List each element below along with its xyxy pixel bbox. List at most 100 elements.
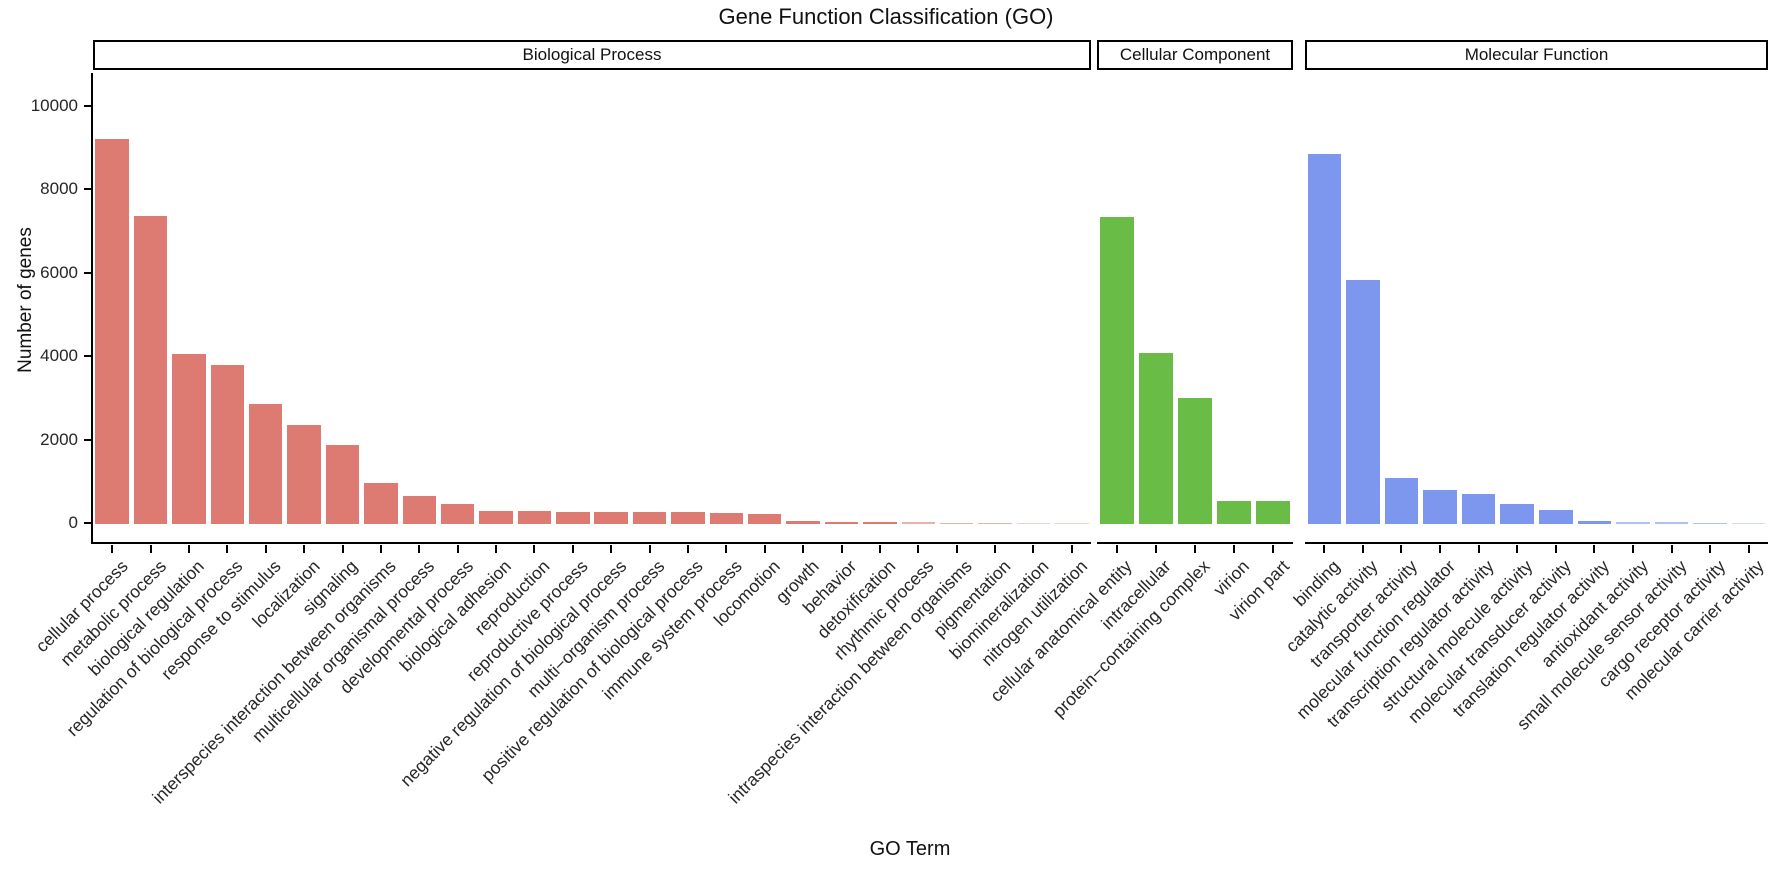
x-tick-mark — [1554, 545, 1557, 553]
bar — [901, 522, 935, 524]
bar — [287, 424, 321, 524]
x-tick-mark — [495, 545, 498, 553]
bar — [1217, 500, 1252, 524]
y-tick-mark — [84, 355, 92, 358]
panel-header-label: Cellular Component — [1119, 45, 1271, 64]
bar — [1423, 489, 1457, 524]
bar — [1731, 523, 1766, 524]
bar — [1099, 216, 1134, 524]
x-tick-mark — [1516, 545, 1519, 553]
x-tick-mark — [763, 545, 766, 553]
bar — [1500, 503, 1534, 524]
bar — [210, 365, 245, 524]
y-tick-label: 2000 — [40, 429, 78, 449]
x-tick-mark — [187, 545, 190, 553]
y-tick-mark — [84, 438, 92, 441]
chart-title: Gene Function Classification (GO) — [718, 4, 1054, 29]
x-tick-mark — [610, 545, 613, 553]
x-axis-line — [1097, 542, 1293, 544]
bar — [1616, 522, 1650, 524]
bar — [1138, 353, 1173, 524]
x-tick-mark — [725, 545, 728, 553]
bar — [517, 511, 552, 524]
y-tick-label: 8000 — [40, 179, 78, 199]
x-tick-mark — [1323, 545, 1326, 553]
x-tick-mark — [1709, 545, 1712, 553]
x-tick-mark — [1747, 545, 1750, 553]
x-tick-mark — [1115, 545, 1118, 553]
y-tick-label: 0 — [68, 513, 78, 532]
y-tick-mark — [84, 105, 92, 107]
x-tick-mark — [264, 545, 267, 553]
y-axis-line — [91, 73, 93, 544]
bar — [440, 503, 475, 524]
bar — [1539, 510, 1573, 524]
x-tick-mark — [379, 545, 382, 553]
bar — [95, 139, 129, 524]
bar — [1256, 501, 1291, 524]
x-tick-mark — [1670, 545, 1673, 553]
bar — [1461, 493, 1496, 524]
x-tick-mark — [1032, 545, 1035, 553]
bar — [824, 521, 859, 524]
bar — [325, 445, 360, 524]
y-tick-label: 4000 — [40, 346, 78, 366]
x-tick-mark — [1631, 545, 1634, 553]
bar — [1577, 521, 1612, 524]
x-tick-mark — [341, 545, 344, 553]
x-tick-mark — [1439, 545, 1442, 553]
x-tick-mark — [1361, 545, 1364, 553]
x-tick-mark — [1400, 545, 1403, 553]
bar — [671, 512, 705, 524]
panel-header-label: Molecular Function — [1464, 45, 1609, 64]
bar — [594, 511, 628, 524]
x-tick-mark — [571, 545, 574, 553]
y-tick-mark — [84, 522, 92, 524]
bar — [402, 495, 436, 524]
bar — [172, 354, 206, 524]
x-tick-mark — [111, 545, 114, 553]
x-tick-mark — [1070, 545, 1073, 553]
bar — [364, 483, 398, 524]
y-tick-label: 6000 — [40, 262, 78, 282]
x-tick-mark — [1154, 545, 1157, 553]
x-tick-mark — [802, 545, 805, 553]
x-tick-mark — [1194, 545, 1196, 553]
x-tick-mark — [533, 545, 536, 553]
bar — [479, 511, 513, 524]
y-tick-mark — [84, 271, 92, 274]
bar — [978, 522, 1012, 524]
bar — [1055, 523, 1089, 524]
x-axis-title: GO Term — [869, 838, 951, 860]
bar — [1177, 398, 1213, 524]
bar — [133, 216, 168, 524]
x-tick-mark — [226, 545, 229, 553]
x-tick-mark — [1477, 545, 1480, 553]
bar — [1016, 523, 1051, 524]
x-tick-mark — [878, 545, 881, 553]
panel-header-cellular-component: Cellular Component — [1097, 40, 1293, 70]
bar — [1384, 478, 1419, 524]
x-tick-mark — [1233, 545, 1236, 553]
x-axis-line — [93, 542, 1091, 544]
bar — [1693, 522, 1727, 524]
x-tick-mark — [955, 545, 958, 553]
bar — [632, 512, 667, 524]
bar — [748, 513, 782, 524]
panel-header-biological-process: Biological Process — [93, 40, 1091, 70]
x-tick-mark — [1272, 545, 1275, 553]
x-tick-mark — [456, 545, 459, 553]
bar — [249, 404, 283, 524]
bar — [939, 522, 974, 524]
bar — [1654, 522, 1689, 524]
bar — [786, 521, 820, 524]
x-tick-mark — [686, 545, 689, 553]
x-tick-mark — [648, 545, 651, 553]
bar — [556, 511, 590, 524]
x-tick-mark — [418, 545, 421, 553]
x-tick-mark — [840, 545, 843, 553]
bar — [1307, 153, 1342, 524]
bar — [709, 512, 744, 524]
x-axis-line — [1305, 542, 1768, 544]
